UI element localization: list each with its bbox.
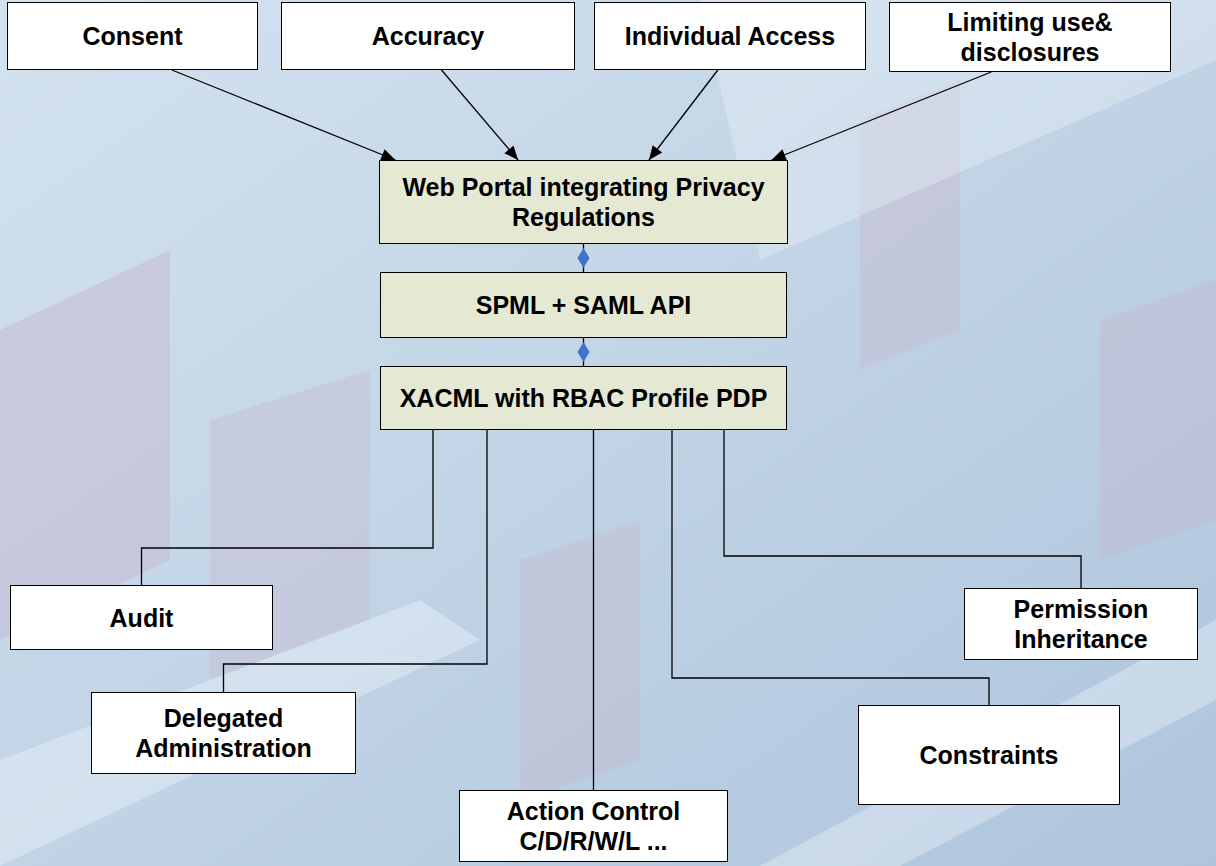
feature-box: Constraints [858,705,1120,805]
arrow-head [772,149,787,160]
pdp-box: XACML with RBAC Profile PDP [380,366,787,430]
box-label: XACML with RBAC Profile PDP [400,383,768,413]
box-label: Consent [83,21,183,51]
connector-line [224,430,488,692]
connector-line [142,430,434,585]
portal-box: Web Portal integrating Privacy Regulatio… [379,160,788,244]
box-label: Delegated Administration [102,703,345,763]
box-label: Audit [110,603,174,633]
box-label: Permission Inheritance [975,594,1187,654]
connector-line [772,72,992,160]
arrow-head [504,145,518,160]
api-box: SPML + SAML API [380,272,787,338]
connector-line [172,70,395,160]
box-label: Individual Access [625,21,835,51]
connector-line [672,430,989,705]
box-label: Accuracy [372,21,485,51]
feature-box: Permission Inheritance [964,588,1198,660]
box-label: Web Portal integrating Privacy Regulatio… [390,172,777,232]
connector-line [649,70,718,160]
feature-box: Action Control C/D/R/W/L ... [459,790,728,862]
box-label: Constraints [920,740,1059,770]
link-diamond [578,248,590,268]
box-label: SPML + SAML API [476,290,692,320]
connector-line [442,70,519,160]
box-label: Action Control C/D/R/W/L ... [470,796,717,856]
connector-line [724,430,1081,588]
arrow-head [380,149,395,160]
arrow-head [649,145,662,160]
feature-box: Delegated Administration [91,692,356,774]
privacy-principle-box: Accuracy [281,2,575,70]
privacy-principle-box: Individual Access [594,2,866,70]
feature-box: Audit [10,585,273,650]
privacy-principle-box: Consent [7,2,258,70]
link-diamond [578,342,590,362]
connector-line [593,430,594,790]
box-label: Limiting use& disclosures [900,7,1160,67]
privacy-principle-box: Limiting use& disclosures [889,2,1171,72]
